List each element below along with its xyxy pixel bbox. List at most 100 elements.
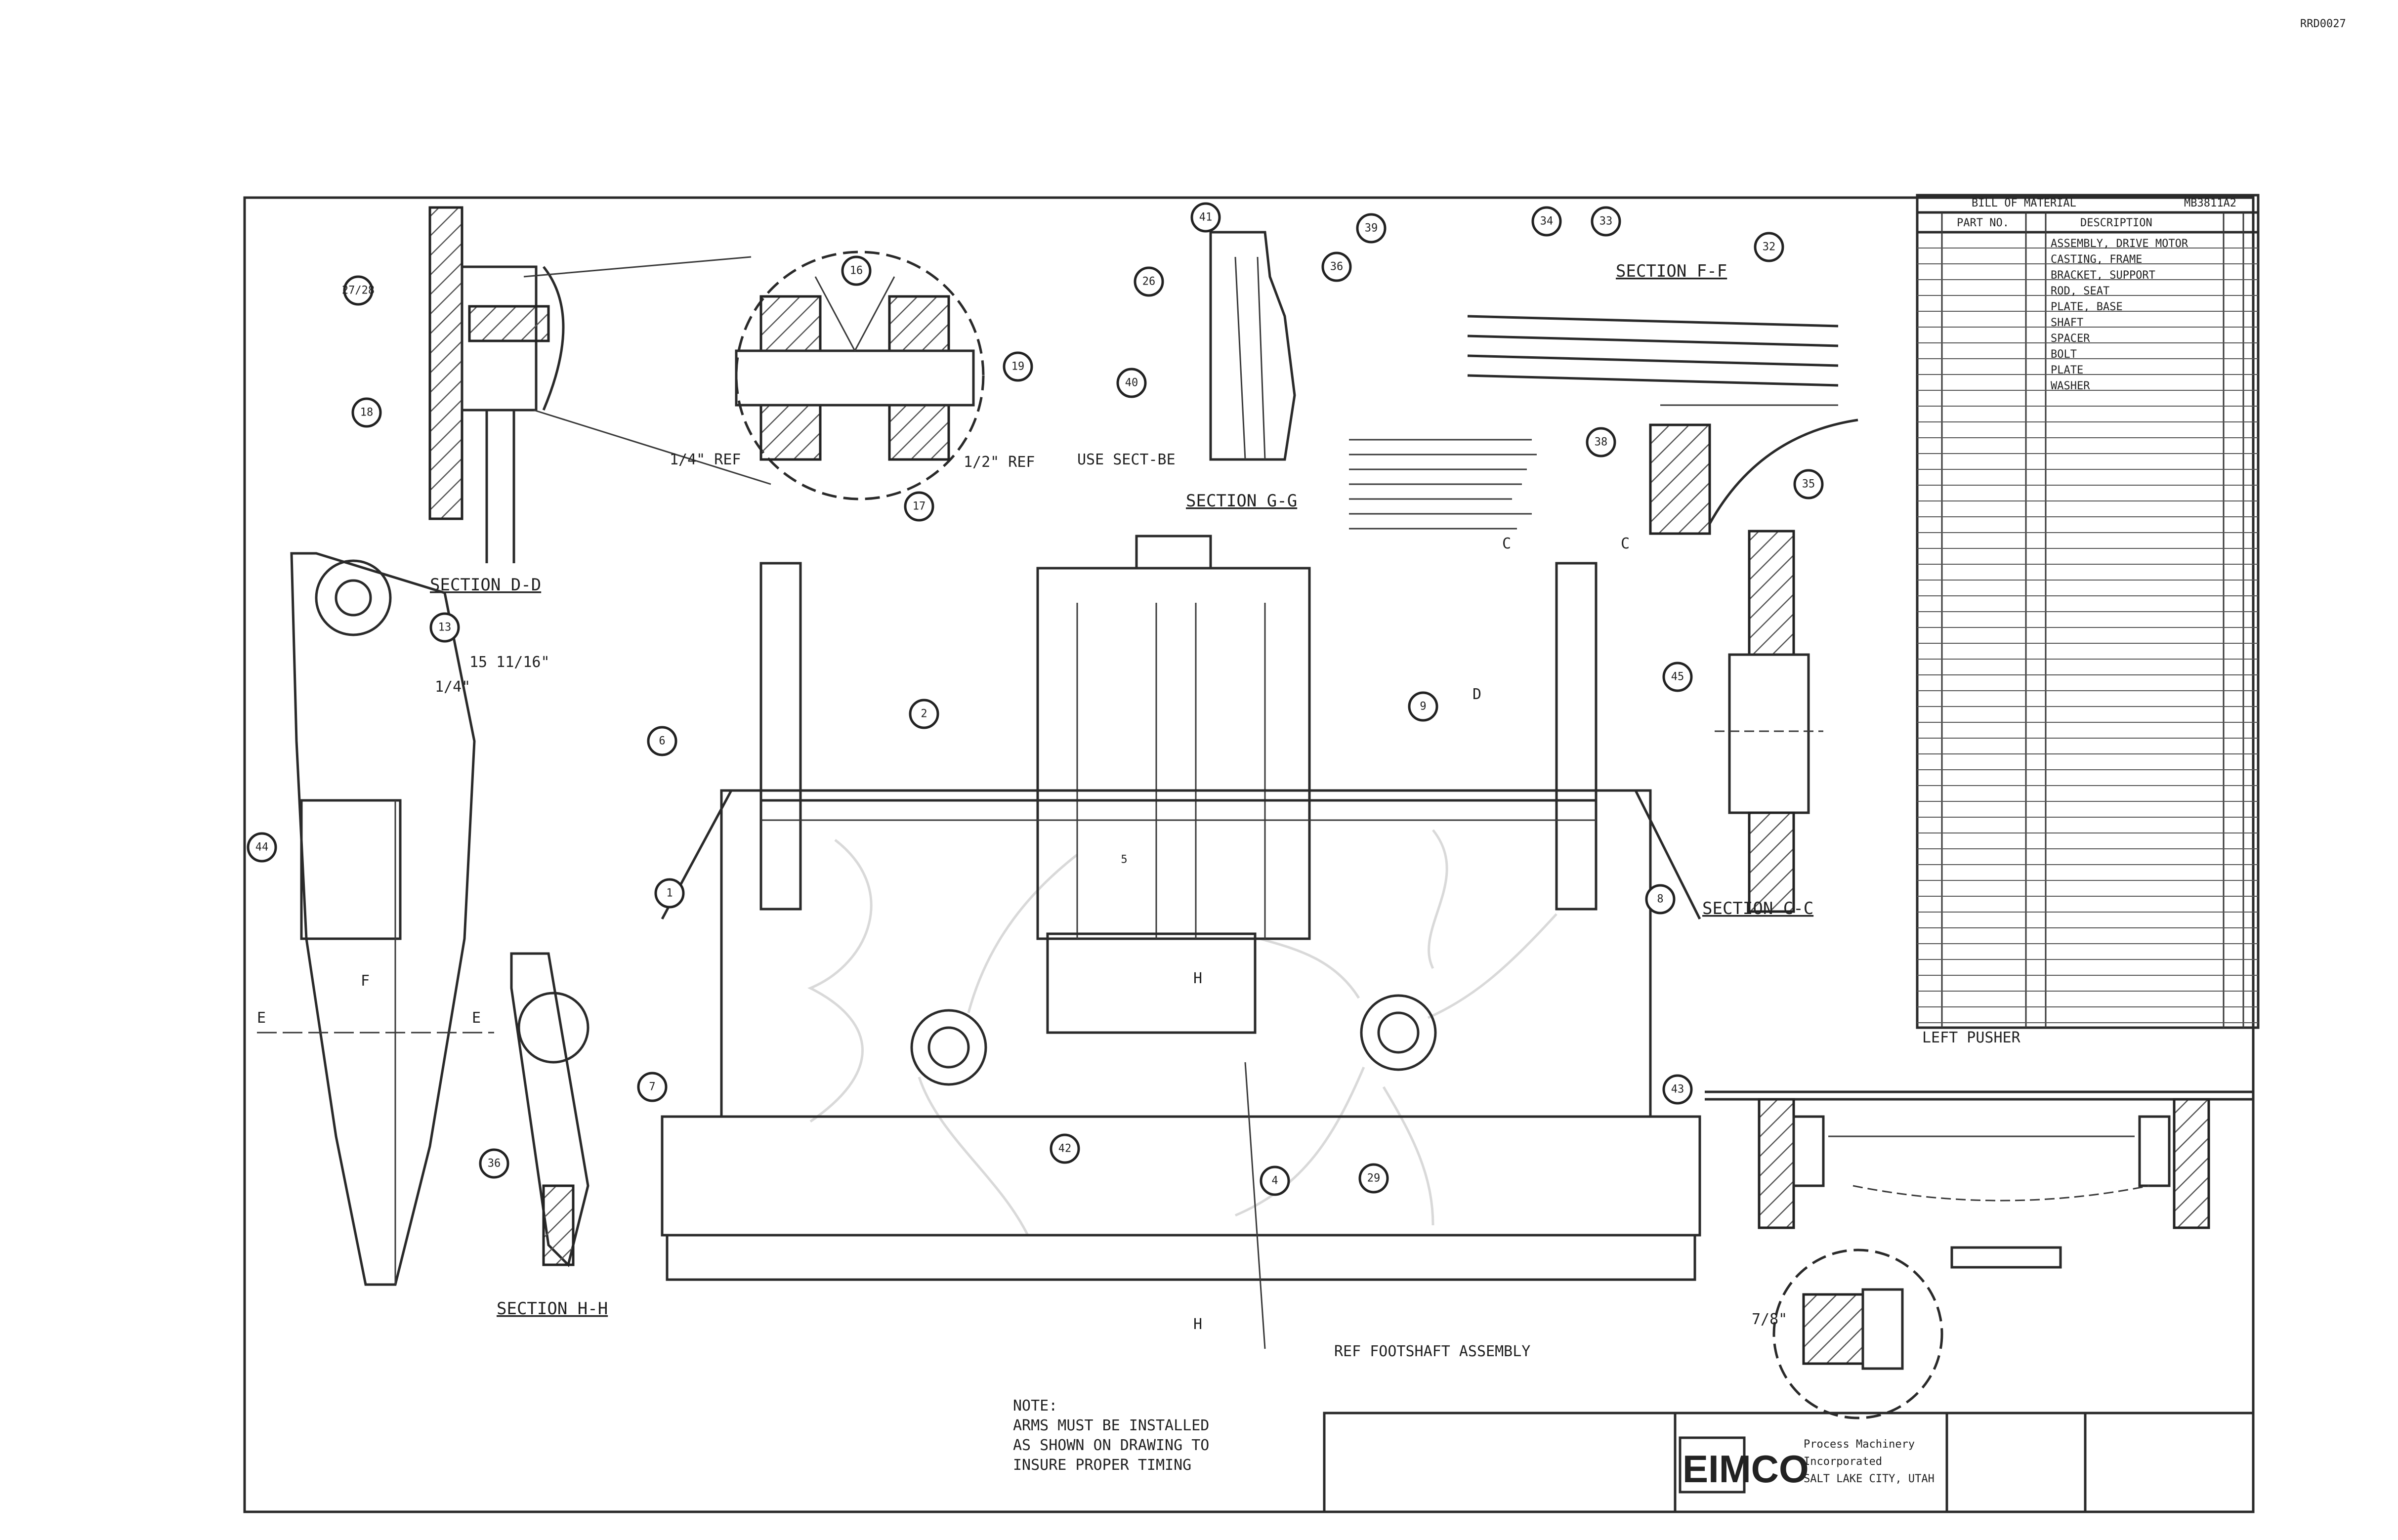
balloon-b9: 39 bbox=[1356, 213, 1387, 244]
section-f-f-label: SECTION F-F bbox=[1616, 261, 1727, 281]
svg-text:45: 45 bbox=[1671, 671, 1684, 683]
svg-text:5: 5 bbox=[1121, 854, 1127, 866]
bom-desc-10: WASHER bbox=[2051, 380, 2090, 392]
balloon-b8: 40 bbox=[1116, 368, 1147, 398]
title-block-line-2: Incorporated bbox=[1804, 1456, 1882, 1468]
detail-circle-view bbox=[735, 250, 985, 500]
svg-text:41: 41 bbox=[1199, 211, 1213, 224]
section-c-c-view bbox=[1715, 530, 1823, 913]
marker-e-left: E bbox=[257, 1009, 266, 1027]
svg-text:26: 26 bbox=[1142, 276, 1156, 288]
bom-desc-1: ASSEMBLY, DRIVE MOTOR bbox=[2051, 238, 2188, 250]
bom-col-description: DESCRIPTION bbox=[2080, 217, 2152, 229]
svg-text:17: 17 bbox=[913, 500, 926, 513]
balloon-b27: 42 bbox=[1050, 1133, 1080, 1164]
marker-h-bottom: H bbox=[1193, 1316, 1202, 1333]
dim-half-ref: 1/2" REF bbox=[964, 454, 1035, 471]
dim-use-sect: USE SECT-BE bbox=[1077, 451, 1176, 468]
section-h-h-label: SECTION H-H bbox=[497, 1299, 608, 1319]
fastener-note-block bbox=[1349, 439, 1537, 530]
bom-table bbox=[1916, 194, 2260, 1029]
balloon-b6: 41 bbox=[1190, 202, 1221, 233]
svg-text:18: 18 bbox=[360, 407, 374, 419]
svg-text:6: 6 bbox=[659, 735, 665, 748]
balloon-b5: 17 bbox=[904, 491, 934, 522]
title-block bbox=[1323, 1412, 2255, 1513]
svg-text:4: 4 bbox=[1271, 1175, 1278, 1187]
balloon-b14: 38 bbox=[1586, 427, 1616, 458]
balloon-b2: 18 bbox=[351, 397, 382, 428]
bom-rows bbox=[1917, 248, 2258, 1023]
balloon-b15: 35 bbox=[1793, 469, 1824, 499]
svg-text:13: 13 bbox=[438, 622, 452, 634]
dim-quarter: 1/4" bbox=[435, 678, 470, 696]
section-d-d-label: SECTION D-D bbox=[430, 575, 541, 595]
marker-c-left: C bbox=[1502, 535, 1511, 552]
bom-desc-9: PLATE bbox=[2051, 364, 2083, 376]
balloon-b4: 19 bbox=[1003, 351, 1033, 382]
svg-text:39: 39 bbox=[1365, 222, 1378, 235]
marker-f: F bbox=[361, 972, 370, 990]
svg-text:19: 19 bbox=[1011, 361, 1025, 373]
bom-part-number: MB3811A2 bbox=[2184, 197, 2236, 209]
dim-seven-eighths: 7/8" bbox=[1752, 1311, 1787, 1328]
marker-d: D bbox=[1472, 686, 1481, 703]
svg-text:2: 2 bbox=[921, 708, 927, 720]
svg-text:9: 9 bbox=[1420, 701, 1426, 713]
section-d-d-view bbox=[428, 206, 771, 563]
svg-text:7: 7 bbox=[649, 1081, 655, 1093]
balloon-b17: 45 bbox=[1662, 662, 1693, 692]
sheet-mark: RRD0027 bbox=[2300, 18, 2346, 30]
balloon-b28: 5 bbox=[1121, 854, 1127, 866]
balloon-b7: 26 bbox=[1134, 266, 1164, 297]
balloon-b13: 32 bbox=[1754, 232, 1784, 262]
bom-desc-4: ROD, SEAT bbox=[2051, 285, 2109, 297]
part-balloons: 27/28 18 16 19 17 41 26 40 39 36 34 33 3… bbox=[247, 202, 1824, 1196]
section-c-c-label: SECTION C-C bbox=[1702, 899, 1813, 918]
balloon-b1: 27/28 bbox=[342, 275, 375, 306]
balloon-b12: 33 bbox=[1591, 206, 1621, 237]
svg-text:35: 35 bbox=[1802, 478, 1815, 491]
section-f-f-view bbox=[1467, 315, 1858, 535]
note-line-2: AS SHOWN ON DRAWING TO bbox=[1013, 1437, 1209, 1454]
section-g-g-label: SECTION G-G bbox=[1186, 491, 1297, 511]
balloon-b3: 16 bbox=[841, 255, 872, 286]
svg-text:34: 34 bbox=[1540, 215, 1554, 228]
company-logo: EIMCO bbox=[1683, 1447, 1809, 1491]
svg-text:32: 32 bbox=[1763, 241, 1776, 253]
ref-footshaft-note: REF FOOTSHAFT ASSEMBLY bbox=[1334, 1343, 1530, 1360]
svg-text:8: 8 bbox=[1657, 893, 1663, 906]
balloon-b25: 2 bbox=[909, 699, 939, 729]
svg-text:36: 36 bbox=[488, 1158, 501, 1170]
balloon-b29: 36 bbox=[479, 1148, 509, 1179]
ref-leader bbox=[1244, 1062, 1266, 1349]
svg-text:38: 38 bbox=[1595, 436, 1608, 449]
bom-desc-3: BRACKET, SUPPORT bbox=[2051, 269, 2155, 282]
svg-text:27/28: 27/28 bbox=[342, 285, 375, 297]
balloon-b16: 13 bbox=[429, 612, 460, 643]
dim-quarter-ref: 1/4" REF bbox=[670, 451, 741, 468]
title-block-line-1: Process Machinery bbox=[1804, 1438, 1915, 1451]
svg-text:16: 16 bbox=[850, 265, 863, 277]
svg-text:36: 36 bbox=[1330, 261, 1344, 273]
balloon-b11: 34 bbox=[1531, 206, 1562, 237]
section-g-g-view bbox=[1209, 231, 1296, 461]
bom-desc-5: PLATE, BASE bbox=[2051, 301, 2123, 313]
balloon-b30: 29 bbox=[1358, 1163, 1389, 1194]
balloon-b22: 7 bbox=[637, 1072, 668, 1102]
left-side-view bbox=[257, 552, 494, 1286]
balloon-b23: 8 bbox=[1645, 884, 1676, 915]
bom-title: BILL OF MATERIAL bbox=[1972, 197, 2076, 209]
main-assembly-view bbox=[661, 535, 1701, 1281]
svg-text:29: 29 bbox=[1367, 1172, 1381, 1185]
balloon-b26: 4 bbox=[1260, 1165, 1290, 1196]
balloon-b24: 43 bbox=[1662, 1074, 1693, 1105]
drawing-border bbox=[243, 196, 2255, 1513]
svg-text:44: 44 bbox=[255, 841, 269, 854]
svg-text:43: 43 bbox=[1671, 1083, 1684, 1096]
left-pusher-label: LEFT PUSHER bbox=[1922, 1029, 2021, 1046]
dim-15-11-16: 15 11/16" bbox=[469, 654, 550, 671]
bom-desc-8: BOLT bbox=[2051, 348, 2077, 361]
marker-c-right: C bbox=[1621, 535, 1630, 552]
note-line-3: INSURE PROPER TIMING bbox=[1013, 1457, 1191, 1474]
